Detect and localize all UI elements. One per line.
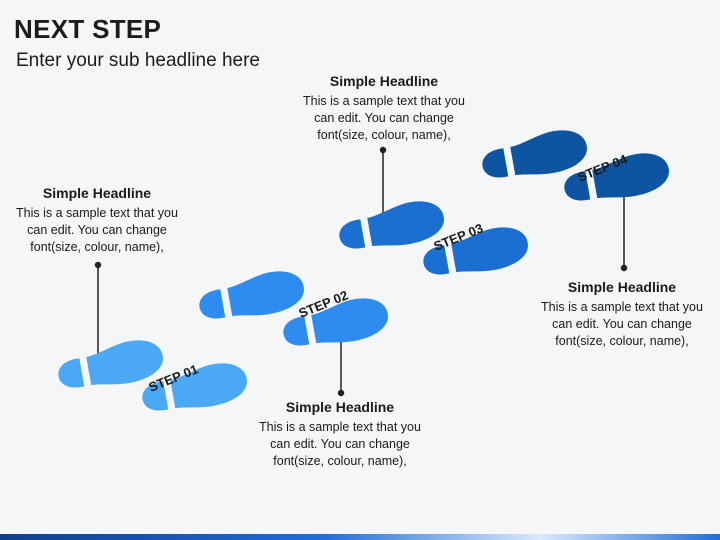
callout-text-line: can edit. You can change bbox=[27, 223, 167, 237]
callout-text-line: font(size, colour, name), bbox=[317, 128, 451, 142]
connector-dot-2 bbox=[379, 146, 387, 154]
callout-headline: Simple Headline bbox=[329, 73, 439, 89]
callout-text-line: can edit. You can change bbox=[552, 317, 692, 331]
callout-headline: Simple Headline bbox=[42, 185, 152, 201]
footprint-step-03-left bbox=[335, 196, 448, 256]
callout-text-line: font(size, colour, name), bbox=[30, 240, 164, 254]
callout-text-line: This is a sample text that you bbox=[16, 206, 178, 220]
bottom-accent-bar bbox=[0, 534, 720, 540]
callout-step-03: Simple Headline This is a sample text th… bbox=[240, 399, 440, 470]
callout-text-line: font(size, colour, name), bbox=[273, 454, 407, 468]
footprint-step-02-left bbox=[195, 266, 308, 326]
callout-headline: Simple Headline bbox=[285, 399, 395, 415]
callout-text-line: can edit. You can change bbox=[270, 437, 410, 451]
page-title: NEXT STEP bbox=[14, 14, 162, 44]
connector-dot-3 bbox=[337, 389, 345, 397]
callout-step-02: Simple Headline This is a sample text th… bbox=[284, 73, 484, 144]
callout-text-line: This is a sample text that you bbox=[259, 420, 421, 434]
callout-text-line: font(size, colour, name), bbox=[555, 334, 689, 348]
connector-dot-4 bbox=[620, 264, 628, 272]
callout-step-01: Simple Headline This is a sample text th… bbox=[0, 185, 197, 256]
callout-step-04: Simple Headline This is a sample text th… bbox=[522, 279, 720, 350]
callout-text-line: This is a sample text that you bbox=[303, 94, 465, 108]
page-subtitle: Enter your sub headline here bbox=[16, 50, 260, 71]
callout-text-line: This is a sample text that you bbox=[541, 300, 703, 314]
callout-headline: Simple Headline bbox=[567, 279, 677, 295]
callout-text-line: can edit. You can change bbox=[314, 111, 454, 125]
connector-dot-1 bbox=[94, 261, 102, 269]
